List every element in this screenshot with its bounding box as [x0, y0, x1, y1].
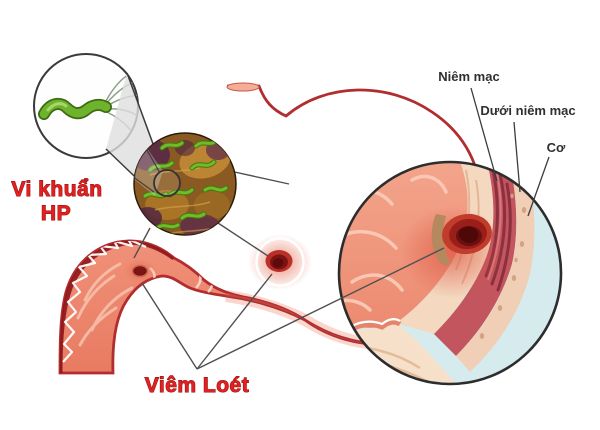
- cut-edge-red: [339, 319, 402, 337]
- duodenal-ulcer: [124, 259, 156, 283]
- mucosa-label: Niêm mạc: [438, 69, 499, 84]
- muscle-label-line: [527, 156, 550, 217]
- colony-target-ring: [153, 169, 181, 197]
- cut-edge-white: [339, 317, 401, 332]
- magnified-ulcer-crater: [431, 213, 492, 266]
- hp-bacteria-label-line2: HP: [41, 202, 71, 225]
- mucosa-label-line: [470, 87, 498, 182]
- colony-line-to-stomach: [229, 170, 290, 185]
- ulcer-label: Viêm Loét: [145, 374, 249, 397]
- ulcer-label-line-1: [141, 282, 198, 370]
- text-labels: Vi khuẩn HP Viêm Loét Niêm mạc Dưới niêm…: [11, 69, 576, 398]
- crater-flap: [431, 214, 450, 266]
- bacterium-highlight: [46, 102, 68, 112]
- magnifier-ring: [337, 160, 563, 386]
- esophagus-opening: [226, 82, 260, 92]
- layer-label-lines: [470, 87, 550, 217]
- submucosa-label: Dưới niêm mạc: [480, 103, 575, 118]
- pointer-lines: [133, 170, 445, 370]
- ulcer-label-line-2: [196, 273, 273, 370]
- colony-line-to-duodenum: [133, 227, 151, 259]
- serosa-dots: [479, 177, 527, 339]
- hp-bacteria-label-line1: Vi khuẩn: [11, 178, 102, 201]
- submucosa-label-line: [513, 121, 521, 193]
- colony-line-to-ulcer: [214, 220, 269, 257]
- ulcer-label-line-3: [196, 247, 445, 370]
- circled-stomach-ulcer: [248, 234, 312, 290]
- muscle-label: Cơ: [547, 140, 566, 155]
- duodenum-outer-border: [60, 239, 176, 373]
- duodenum-folds: [76, 262, 134, 347]
- ulcer-highlight-ring: [255, 237, 305, 287]
